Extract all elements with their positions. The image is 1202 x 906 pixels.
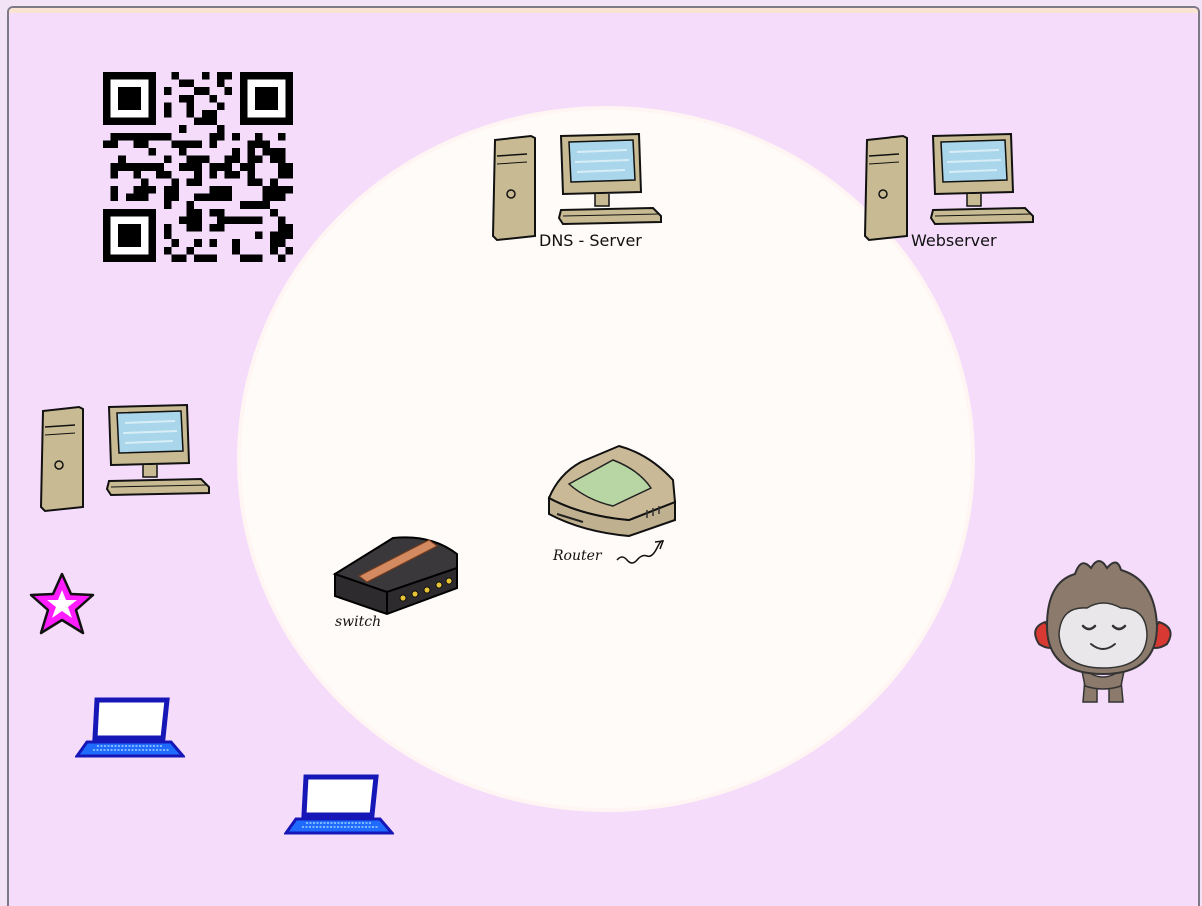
laptop-icon[interactable] [75, 696, 185, 760]
router-icon[interactable] [543, 440, 683, 540]
stage-canvas: DNS - Server Webserver Router [7, 6, 1200, 906]
router-signal-arrow [615, 538, 667, 566]
webserver-label: Webserver [911, 231, 997, 250]
switch-label: switch [335, 614, 381, 630]
laptop-icon[interactable] [284, 773, 394, 837]
qr-code-icon[interactable] [103, 72, 293, 262]
client-computer[interactable] [35, 401, 215, 513]
dns-server-label: DNS - Server [539, 231, 642, 250]
stage-top-strip [9, 8, 1198, 13]
network-switch-icon[interactable] [331, 524, 461, 618]
monkey-sprite[interactable] [1025, 552, 1181, 708]
webserver-computer[interactable] [859, 130, 1039, 242]
dns-server-computer[interactable] [487, 130, 667, 242]
router-label: Router [553, 548, 602, 564]
star-icon[interactable] [27, 570, 97, 638]
